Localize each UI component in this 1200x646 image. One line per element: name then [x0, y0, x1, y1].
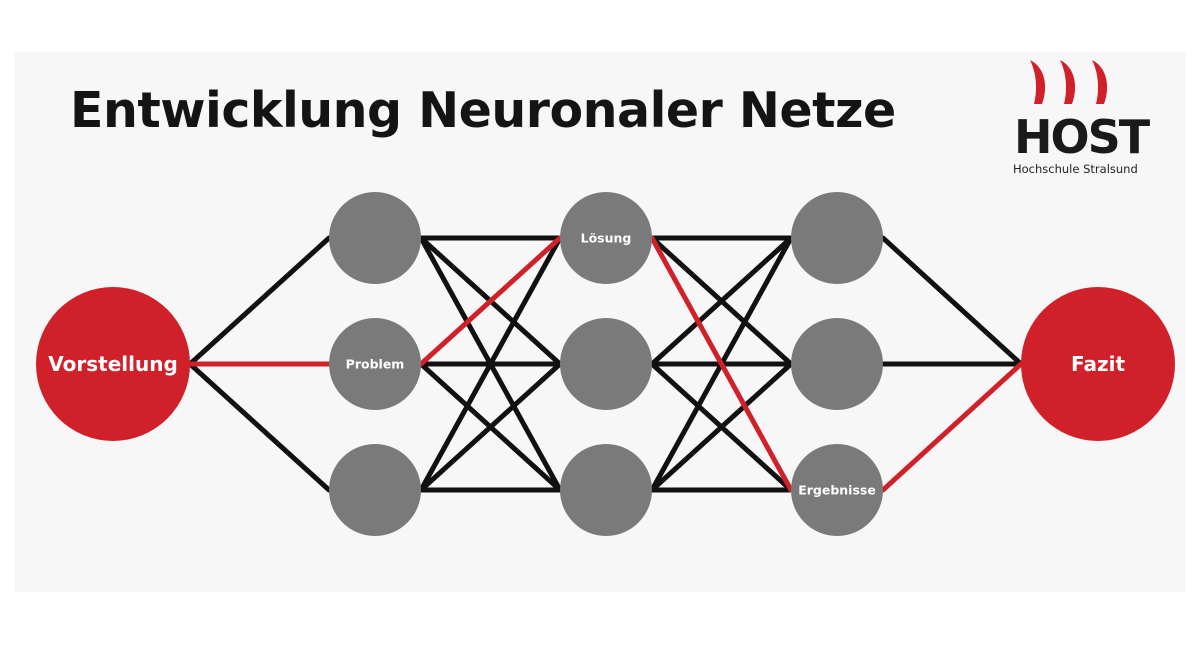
node-l2c	[560, 444, 652, 536]
node-circle	[329, 444, 421, 536]
edge-l1c-loesung	[418, 235, 563, 493]
node-loesung: Lösung	[560, 192, 652, 284]
edge-vorstellung-l1c	[187, 361, 332, 493]
node-label: Vorstellung	[48, 352, 178, 376]
node-circle	[1021, 287, 1175, 441]
edge-ergebnisse-fazit	[880, 361, 1024, 493]
node-problem: Problem	[329, 318, 421, 410]
network-edges	[187, 235, 1024, 493]
logo-subtitle: Hochschule Stralsund	[1013, 162, 1138, 176]
node-label: Fazit	[1071, 352, 1125, 376]
edge-l2b-l3a	[649, 235, 794, 367]
edge-l2c-l3b	[649, 361, 794, 493]
node-l3a	[791, 192, 883, 284]
node-circle	[791, 318, 883, 410]
node-circle	[329, 318, 421, 410]
node-circle	[791, 444, 883, 536]
node-circle	[560, 192, 652, 284]
node-label: Lösung	[581, 231, 632, 246]
node-l1c	[329, 444, 421, 536]
page-title: Entwicklung Neuronaler Netze	[70, 82, 896, 139]
node-circle	[560, 444, 652, 536]
node-circle	[560, 318, 652, 410]
node-label: Problem	[346, 357, 405, 372]
node-l1a	[329, 192, 421, 284]
node-fazit: Fazit	[1021, 287, 1175, 441]
edge-l3a-fazit	[880, 235, 1024, 367]
node-circle	[329, 192, 421, 284]
edge-loesung-ergebnisse	[649, 235, 794, 493]
node-circle	[791, 192, 883, 284]
node-circle	[36, 287, 190, 441]
node-l2b	[560, 318, 652, 410]
sail-logo-icon	[1030, 60, 1108, 104]
node-ergebnisse: Ergebnisse	[791, 444, 883, 536]
node-vorstellung: Vorstellung	[36, 287, 190, 441]
edge-problem-loesung	[418, 235, 563, 367]
node-l3b	[791, 318, 883, 410]
logo-wordmark: HOST	[1014, 110, 1150, 164]
edge-vorstellung-l1a	[187, 235, 332, 367]
edge-l1c-l2b	[418, 361, 563, 493]
node-label: Ergebnisse	[798, 483, 876, 498]
